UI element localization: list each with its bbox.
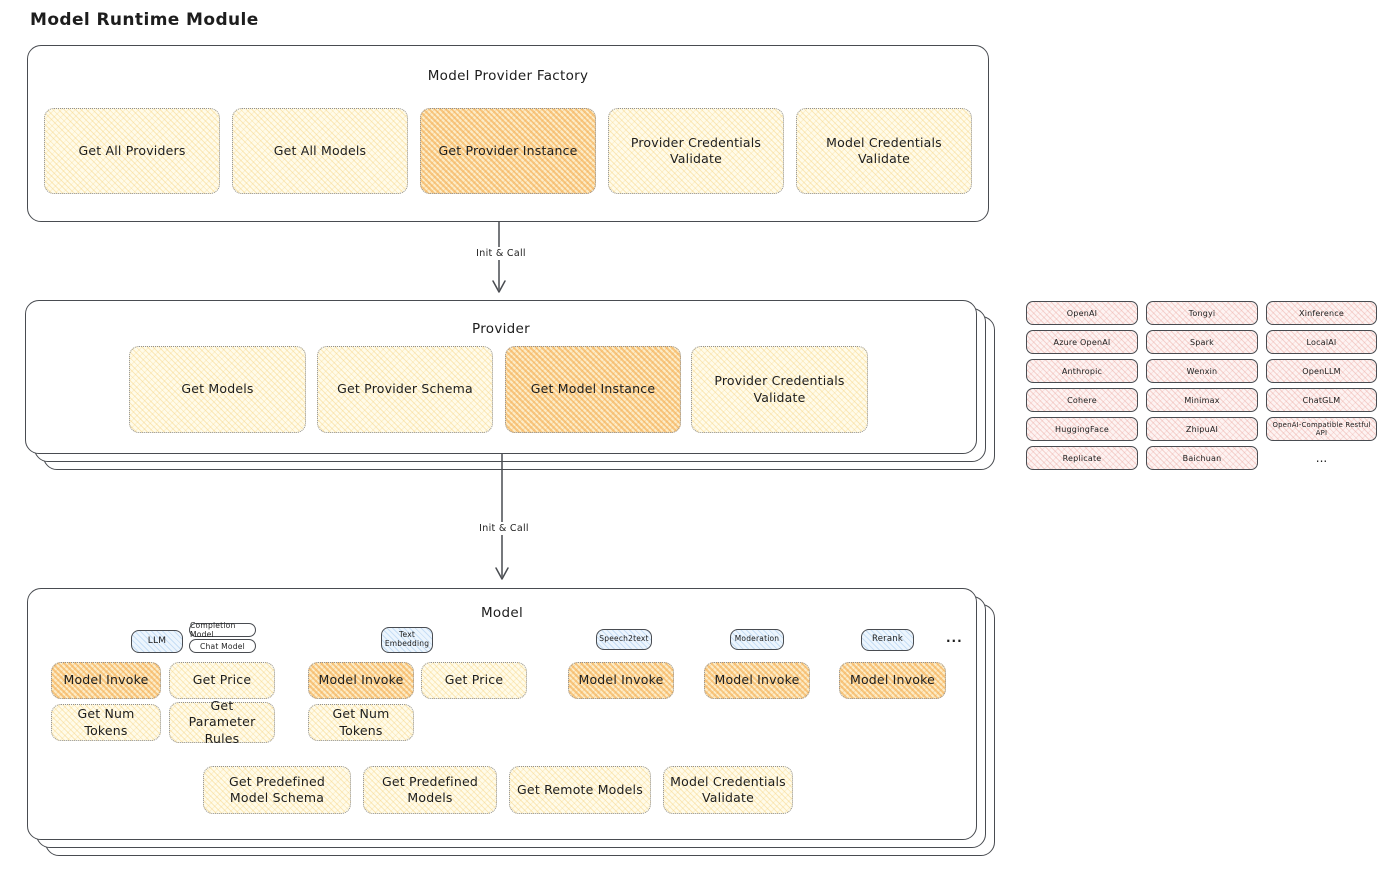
provider-chip-huggingface: HuggingFace <box>1026 417 1138 441</box>
provider-chip-baichuan: Baichuan <box>1146 446 1258 470</box>
provider-chip-openai: OpenAI <box>1026 301 1138 325</box>
factory-get-provider-instance: Get Provider Instance <box>420 108 596 194</box>
provider-chips-ellipsis: ... <box>1315 451 1328 465</box>
factory-box: Model Provider Factory Get All Providers… <box>27 45 989 222</box>
moderation-model-invoke: Model Invoke <box>704 662 810 699</box>
text-embedding-model-invoke: Model Invoke <box>308 662 414 699</box>
provider-chip-azure-openai: Azure OpenAI <box>1026 330 1138 354</box>
provider-chip-tongyi: Tongyi <box>1146 301 1258 325</box>
model-box: Model LLM Completion Model Chat Model Te… <box>27 588 977 840</box>
provider-chip-spark: Spark <box>1146 330 1258 354</box>
provider-chip-chatglm: ChatGLM <box>1266 388 1377 412</box>
factory-provider-credentials-validate: Provider Credentials Validate <box>608 108 784 194</box>
page-title: Model Runtime Module <box>30 10 259 30</box>
model-tags-ellipsis: ... <box>946 631 963 645</box>
factory-title: Model Provider Factory <box>427 68 589 84</box>
provider-get-model-instance: Get Model Instance <box>505 346 681 433</box>
provider-get-models: Get Models <box>129 346 306 433</box>
provider-chip-minimax: Minimax <box>1146 388 1258 412</box>
model-tag-speech2text: Speech2text <box>596 629 652 650</box>
provider-credentials-validate: Provider Credentials Validate <box>691 346 868 433</box>
model-llm-subtags: Completion Model Chat Model <box>189 621 256 653</box>
provider-get-provider-schema: Get Provider Schema <box>317 346 493 433</box>
init-call-label-2: Init & Call <box>462 522 546 535</box>
provider-chip-cohere: Cohere <box>1026 388 1138 412</box>
model-subtag-completion-model: Completion Model <box>189 621 256 639</box>
factory-get-all-providers: Get All Providers <box>44 108 220 194</box>
provider-chip-zhipuai: ZhipuAI <box>1146 417 1258 441</box>
text-embedding-get-num-tokens: Get Num Tokens <box>308 704 414 741</box>
provider-chip-anthropic: Anthropic <box>1026 359 1138 383</box>
factory-get-all-models: Get All Models <box>232 108 408 194</box>
model-tag-rerank: Rerank <box>861 629 914 651</box>
model-credentials-validate: Model Credentials Validate <box>663 766 793 814</box>
provider-chip-openllm: OpenLLM <box>1266 359 1377 383</box>
provider-chip-wenxin: Wenxin <box>1146 359 1258 383</box>
llm-get-price: Get Price <box>169 662 275 699</box>
provider-chip-replicate: Replicate <box>1026 446 1138 470</box>
model-title: Model <box>480 605 524 621</box>
llm-model-invoke: Model Invoke <box>51 662 161 699</box>
init-call-label-1: Init & Call <box>459 247 543 260</box>
provider-box: Provider Get Models Get Provider Schema … <box>25 300 977 454</box>
llm-get-num-tokens: Get Num Tokens <box>51 704 161 741</box>
factory-model-credentials-validate: Model Credentials Validate <box>796 108 972 194</box>
model-get-predefined-model-schema: Get Predefined Model Schema <box>203 766 351 814</box>
model-subtag-chat-model: Chat Model <box>189 639 256 653</box>
provider-chip-xinference: Xinference <box>1266 301 1377 325</box>
model-tag-moderation: Moderation <box>730 629 784 650</box>
speech2text-model-invoke: Model Invoke <box>568 662 674 699</box>
model-tag-llm: LLM <box>131 630 183 653</box>
provider-chip-grid: OpenAI Tongyi Xinference Azure OpenAI Sp… <box>1026 301 1377 470</box>
init-call-arrow-1 <box>492 221 506 293</box>
rerank-model-invoke: Model Invoke <box>839 662 946 699</box>
provider-title: Provider <box>472 321 530 337</box>
provider-chip-openai-compatible: OpenAI-Compatible Restful API <box>1266 417 1377 441</box>
model-tag-text-embedding: Text Embedding <box>381 627 433 653</box>
text-embedding-get-price: Get Price <box>421 662 527 699</box>
init-call-arrow-2 <box>495 454 509 580</box>
model-get-predefined-models: Get Predefined Models <box>363 766 497 814</box>
model-get-remote-models: Get Remote Models <box>509 766 651 814</box>
provider-chip-localai: LocalAI <box>1266 330 1377 354</box>
llm-get-parameter-rules: Get Parameter Rules <box>169 698 275 746</box>
